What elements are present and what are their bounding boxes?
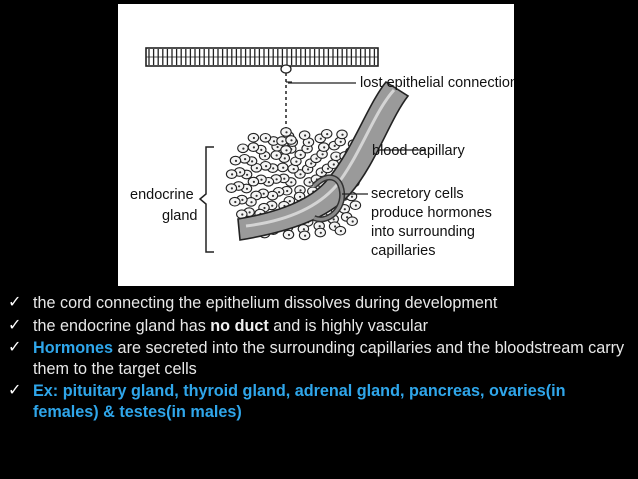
endocrine-gland-diagram: lost epithelial connection blood capilla…	[118, 4, 514, 286]
bullet-item: ✓ the endocrine gland has no duct and is…	[8, 316, 429, 335]
check-icon: ✓	[8, 316, 22, 334]
bullet-item: ✓ the cord connecting the epithelium dis…	[8, 294, 498, 312]
check-icon: ✓	[8, 339, 22, 356]
epithelium-layer	[145, 47, 379, 74]
blood-capillary-tube	[237, 80, 410, 241]
bullet-list: ✓ the cord connecting the epithelium dis…	[6, 293, 634, 424]
label-secretory-line2: produce hormones	[371, 205, 492, 221]
check-icon: ✓	[8, 294, 22, 311]
label-lost-connection: lost epithelial connection	[360, 75, 514, 91]
bullet-item: ✓ Hormones are secreted into the surroun…	[8, 339, 625, 378]
diagram-svg: lost epithelial connection blood capilla…	[130, 47, 514, 259]
label-secretory-line3: into surrounding	[371, 224, 475, 240]
gland-bracket	[198, 146, 214, 253]
label-blood-capillary: blood capillary	[372, 143, 465, 159]
check-icon: ✓	[8, 382, 22, 399]
bullet-item: ✓ Ex: pituitary gland, thyroid gland, ad…	[8, 382, 566, 421]
label-endocrine: endocrine	[130, 187, 194, 203]
label-secretory-line1: secretory cells	[371, 186, 464, 202]
label-gland: gland	[162, 208, 197, 224]
label-secretory-line4: capillaries	[371, 243, 435, 259]
